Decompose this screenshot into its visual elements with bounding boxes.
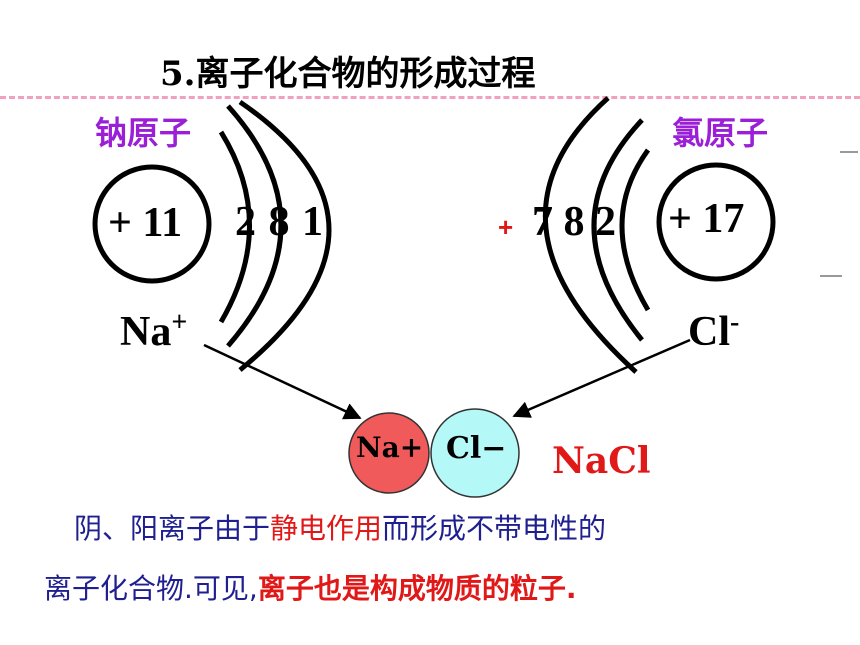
nacl-formula: NaCl: [552, 440, 651, 482]
chlorine-shell-1: [619, 148, 651, 312]
chlorine-arrow: [512, 338, 691, 418]
chlorine-shell-2: [591, 118, 644, 342]
sodium-nucleus-charge: + 11: [108, 200, 183, 246]
line1-highlight: 静电作用: [270, 512, 383, 545]
sodium-atom-label: 钠原子: [95, 114, 192, 152]
paragraph-line-1: 阴、阳离子由于静电作用而形成不带电性的: [74, 507, 606, 547]
chlorine-nucleus-circle: [656, 162, 776, 282]
sodium-shell-2: [226, 104, 284, 348]
sodium-shell-3: [238, 99, 332, 372]
paragraph-line-2: 离子化合物.可见,离子也是构成物质的粒子.: [44, 567, 576, 607]
chlorine-shell-3: [542, 96, 638, 374]
sodium-nucleus-circle: [92, 164, 212, 284]
line2-highlight: 离子也是构成物质的粒子.: [257, 572, 577, 605]
line2-part-a: 离子化合物.可见,: [44, 572, 258, 605]
sodium-ion-text: Na: [120, 309, 172, 355]
chlorine-electron-config: 7 8 2: [532, 199, 616, 245]
sodium-electron-config: 2 8 1: [235, 199, 323, 245]
dashed-divider: [0, 96, 860, 99]
cl-ball-label: Cl−: [446, 431, 507, 466]
chlorine-nucleus-charge: + 17: [668, 196, 745, 242]
stray-plus-sign: +: [498, 212, 514, 242]
na-ball-label: Na+: [356, 431, 424, 464]
chlorine-ion-text: Cl: [688, 309, 730, 355]
sodium-ion-symbol: Na+: [120, 307, 187, 356]
sodium-ion-charge: +: [171, 307, 188, 338]
sodium-arrow: [203, 343, 362, 420]
line1-part-a: 阴、阳离子由于: [74, 512, 271, 545]
sodium-shell-1: [218, 130, 252, 324]
cl-ion-ball: [430, 408, 520, 498]
chlorine-ion-charge: -: [730, 307, 740, 338]
line1-part-c: 而形成不带电性的: [382, 512, 607, 545]
chlorine-ion-symbol: Cl-: [688, 307, 739, 356]
page-title: 5.离子化合物的形成过程: [160, 54, 536, 94]
chlorine-atom-label: 氯原子: [672, 114, 769, 152]
na-ion-ball: [348, 412, 430, 494]
